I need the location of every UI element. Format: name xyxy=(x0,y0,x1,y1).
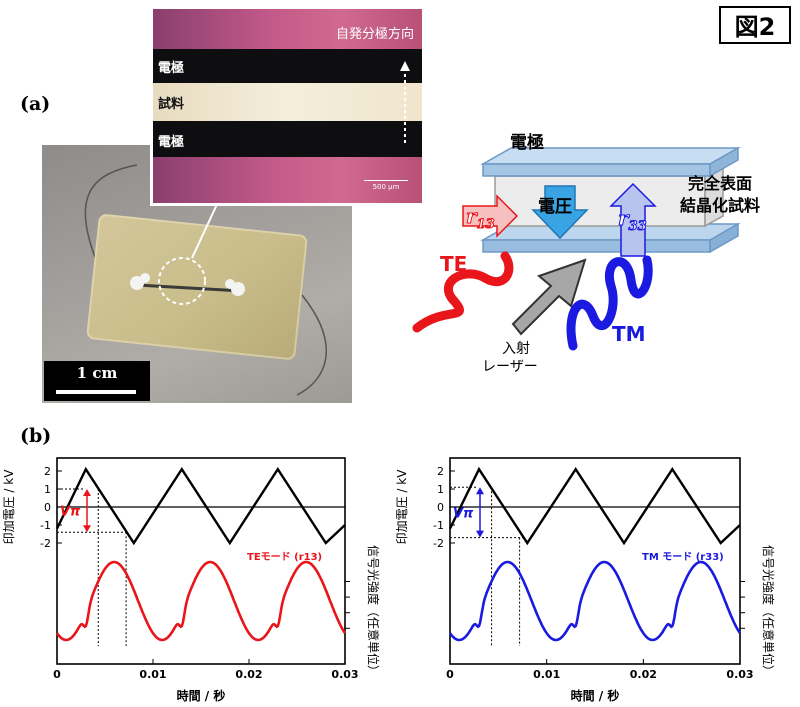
electrode-label-top: 電極 xyxy=(158,61,185,76)
y-axis-label-right: 信号光強度（任意単位） xyxy=(761,545,776,677)
electrode-label-bottom: 電極 xyxy=(158,135,185,150)
x-tick-label: 0.03 xyxy=(726,668,753,681)
electrode-band-bottom xyxy=(153,121,422,157)
vpi-arrow-head-down xyxy=(83,525,91,533)
tm-chart: 2 1 0 -1 -2 0 0.01 0.02 0.03 Vπ TM モード (r33) 時間 / 秒… xyxy=(395,457,776,703)
x-tick-label: 0.02 xyxy=(235,668,262,681)
voltage-arrow-icon xyxy=(531,185,589,240)
r13-arrow-icon xyxy=(462,194,519,238)
y-tick-label: -1 xyxy=(40,519,51,532)
photo-wires xyxy=(84,164,327,396)
voltage-label: 電圧 xyxy=(538,197,572,217)
scale-bar-label: 1 cm xyxy=(76,364,118,382)
micrograph-inset: 自発分極方向 電極 試料 電極 500 μm xyxy=(150,6,425,206)
y-tick-label: -2 xyxy=(433,537,444,550)
vpi-label: Vπ xyxy=(453,506,474,521)
vpi-arrow-head-up xyxy=(476,487,484,495)
y-tick-label: 0 xyxy=(44,501,51,514)
x-tick-label: 0.03 xyxy=(331,668,358,681)
sample-type-label-2: 結晶化試料 xyxy=(680,196,761,215)
y-axis-label-right: 信号光強度（任意単位） xyxy=(366,545,381,677)
y-tick-label: 1 xyxy=(437,483,444,496)
zoom-circle xyxy=(158,257,206,305)
r33-label: r33 xyxy=(618,206,648,235)
x-tick-label: 0.02 xyxy=(630,668,657,681)
y-tick-label: 1 xyxy=(44,483,51,496)
incident-laser-arrow-icon xyxy=(511,258,587,336)
scale-bar-line xyxy=(56,390,136,394)
voltage-line xyxy=(55,466,346,546)
polarization-direction-label: 自発分極方向 xyxy=(335,27,414,42)
electrode-label: 電極 xyxy=(510,133,544,153)
panel-a-label: (a) xyxy=(20,93,51,115)
sample-label: 試料 xyxy=(158,97,185,112)
x-axis-label: 時間 / 秒 xyxy=(177,688,226,703)
intensity-line xyxy=(55,560,347,642)
incident-label-1: 入射 xyxy=(502,341,530,357)
x-tick-label: 0.01 xyxy=(139,668,166,681)
figure-tag: 図2 xyxy=(719,6,791,44)
incident-label-2: レーザー xyxy=(482,359,538,375)
vpi-arrow-head-down xyxy=(476,530,484,538)
micrograph-scale: 500 μm xyxy=(364,180,408,191)
r13-label: r13 xyxy=(466,204,496,233)
x-tick-label: 0 xyxy=(53,668,61,681)
chart-frame xyxy=(449,457,741,665)
y-tick-label: -2 xyxy=(40,537,51,550)
intensity-line xyxy=(448,560,742,642)
voltage-line xyxy=(448,466,741,546)
y-tick-label: -1 xyxy=(433,519,444,532)
mode-label: TM モード (r33) xyxy=(642,551,724,563)
sample-type-label-1: 完全表面 xyxy=(688,174,753,193)
r33-arrow-icon xyxy=(609,182,657,257)
eo-schematic xyxy=(412,146,741,351)
y-tick-label: 2 xyxy=(44,465,51,478)
electrode-band-top xyxy=(153,49,422,83)
x-tick-label: 0.01 xyxy=(533,668,560,681)
panel-b-label: (b) xyxy=(20,425,52,447)
tm-wave-icon xyxy=(566,255,653,351)
y-axis-label-left: 印加電圧 / kV xyxy=(395,469,409,545)
polarization-arrow-icon xyxy=(400,61,410,143)
mode-label: TEモード (r13) xyxy=(247,551,322,563)
x-tick-label: 0 xyxy=(446,668,454,681)
tm-label: TM xyxy=(612,322,646,346)
te-label: TE xyxy=(440,252,468,276)
y-axis-label-left: 印加電圧 / kV xyxy=(2,469,16,545)
vpi-label: Vπ xyxy=(60,505,81,520)
sample-band xyxy=(153,83,422,121)
y-tick-label: 0 xyxy=(437,501,444,514)
x-axis-label: 時間 / 秒 xyxy=(571,688,620,703)
chart-frame xyxy=(56,457,346,665)
y-tick-label: 2 xyxy=(437,465,444,478)
micrograph-scale-text: 500 μm xyxy=(372,183,400,191)
vpi-arrow-head-up xyxy=(83,489,91,496)
scale-bar-box xyxy=(44,361,150,401)
te-wave-icon xyxy=(412,251,514,333)
